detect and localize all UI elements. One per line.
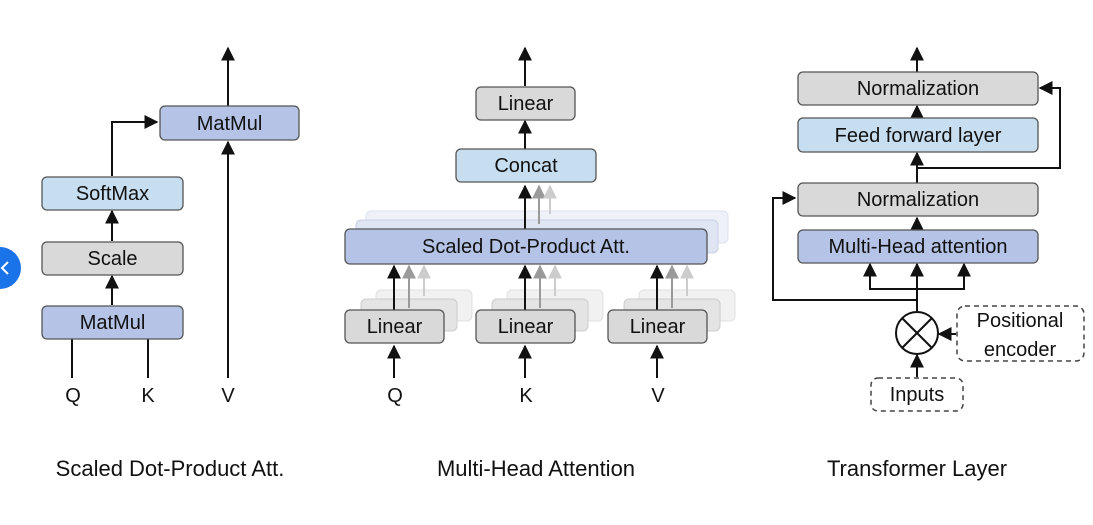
mha-input-k-label: K	[519, 385, 533, 407]
caption-multi-head-attention: Multi-Head Attention	[437, 456, 635, 481]
arrow-combine-to-mha-right	[917, 262, 971, 290]
mha-label: Multi-Head attention	[829, 236, 1008, 258]
arrow-softmax-to-matmul	[111, 115, 159, 176]
residual-arrow-to-norm-top	[917, 81, 1061, 169]
matmul-top-label: MatMul	[197, 113, 263, 135]
input-v-label: V	[221, 385, 235, 407]
positional-encoder-line1: Positional	[977, 310, 1064, 332]
caption-scaled-dot-product: Scaled Dot-Product Att.	[56, 456, 285, 481]
scaled-dot-product-diagram: MatMul SoftMax Scale MatMul Q K V Scaled…	[41, 46, 300, 481]
inputs-label: Inputs	[890, 384, 944, 406]
chevron-left-icon	[0, 261, 9, 275]
linear-q-label: Linear	[367, 316, 423, 338]
mha-box	[797, 229, 1039, 264]
linear-v-box	[607, 309, 708, 344]
scale-label: Scale	[87, 248, 137, 270]
matmul-top-box	[159, 105, 300, 141]
mha-input-q-label: Q	[387, 385, 403, 407]
norm-bottom-box	[797, 182, 1039, 217]
residual-arrow-to-norm-bottom	[772, 191, 917, 301]
concat-box	[455, 148, 597, 183]
input-k-label: K	[141, 385, 155, 407]
scaled-att-label: Scaled Dot-Product Att.	[422, 236, 630, 258]
multi-head-attention-diagram: Linear Concat Scaled Dot-Product Att. Li…	[344, 46, 736, 481]
mha-input-v-label: V	[651, 385, 665, 407]
matmul-bottom-box	[41, 305, 184, 340]
concat-label: Concat	[494, 155, 558, 177]
linear-k-box	[475, 309, 576, 344]
inputs-box	[870, 377, 964, 412]
caption-transformer-layer: Transformer Layer	[827, 456, 1007, 481]
feed-forward-box	[797, 117, 1039, 153]
feed-forward-label: Feed forward layer	[835, 125, 1002, 147]
arrow-combine-to-mha-left	[863, 262, 917, 290]
linear-k-label: Linear	[498, 316, 554, 338]
linear-top-label: Linear	[498, 93, 554, 115]
transformer-layer-diagram: Normalization Feed forward layer Normali…	[772, 46, 1085, 481]
norm-top-label: Normalization	[857, 78, 979, 100]
norm-bottom-label: Normalization	[857, 189, 979, 211]
input-q-label: Q	[65, 385, 81, 407]
linear-top-box	[475, 86, 576, 121]
positional-encoder-box	[956, 305, 1085, 362]
matmul-bottom-label: MatMul	[80, 312, 146, 334]
collapse-button[interactable]	[0, 247, 21, 289]
linear-q-box	[344, 309, 445, 344]
circled-x-icon	[895, 311, 939, 355]
scaled-att-box	[344, 228, 708, 265]
linear-v-label: Linear	[630, 316, 686, 338]
norm-top-box	[797, 71, 1039, 106]
scale-box	[41, 241, 184, 276]
softmax-label: SoftMax	[76, 183, 149, 205]
softmax-box	[41, 176, 184, 211]
positional-encoder-line2: encoder	[984, 339, 1057, 361]
